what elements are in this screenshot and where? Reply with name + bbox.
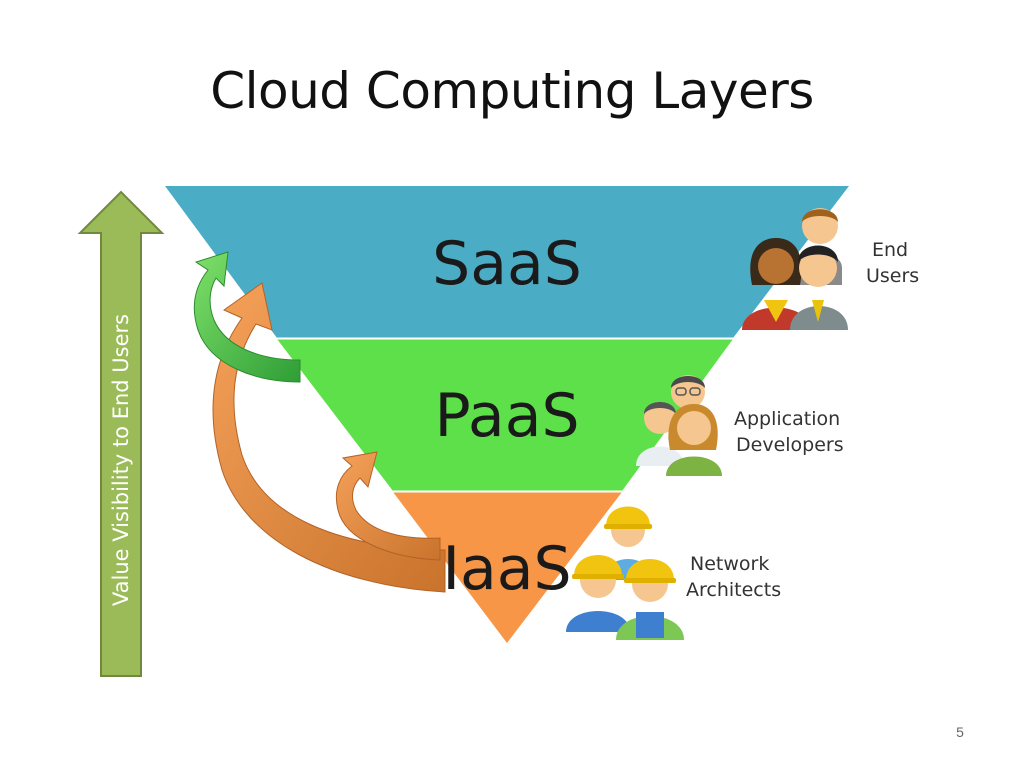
end-users-label-line1: End: [872, 239, 908, 261]
end-users-group-icon: [742, 208, 848, 330]
iaas-layer: [393, 492, 622, 643]
developers-label-line2: Developers: [736, 434, 844, 456]
iaas-to-paas-arrow: [335, 451, 441, 561]
saas-label: SaaS: [432, 229, 582, 299]
architects-label-line1: Network: [690, 553, 769, 575]
layer-funnel: [165, 186, 849, 643]
paas-layer: [277, 339, 733, 491]
axis-label: Value Visibility to End Users: [109, 314, 133, 606]
paas-to-saas-arrow: [193, 251, 301, 383]
page-number: 5: [956, 724, 964, 740]
iaas-to-saas-arrow: [212, 282, 446, 593]
paas-label: PaaS: [434, 381, 579, 451]
end-users-label-line2: Users: [866, 265, 919, 287]
slide-title: Cloud Computing Layers: [210, 62, 814, 120]
architects-label-line2: Architects: [686, 579, 781, 601]
iaas-label: IaaS: [442, 534, 571, 604]
saas-layer: [165, 186, 849, 338]
network-architects-group-icon: [566, 506, 684, 640]
axis-arrow-shape: [77, 190, 165, 677]
visibility-arrows: [193, 251, 446, 593]
developers-label-line1: Application: [734, 408, 840, 430]
value-visibility-axis-arrow: Value Visibility to End Users: [77, 190, 165, 677]
developers-group-icon: [636, 375, 722, 476]
